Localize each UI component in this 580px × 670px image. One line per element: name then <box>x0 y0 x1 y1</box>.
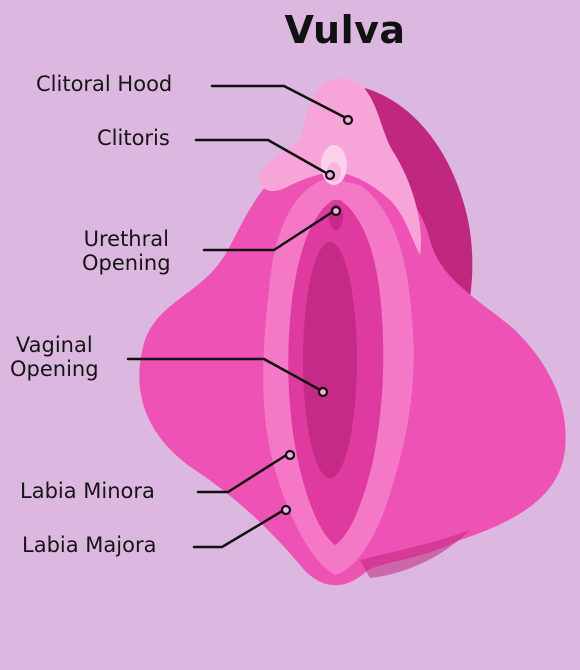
labia-minora-marker <box>284 449 296 461</box>
lower-shadow <box>360 530 470 578</box>
clitoral-hood-marker <box>342 114 354 126</box>
labia-majora-leader <box>192 508 286 549</box>
label-vaginal-opening: Vaginal Opening <box>10 333 99 381</box>
vaginal-opening-leader <box>126 357 324 393</box>
urethral-opening-leader <box>202 209 336 252</box>
labia-minora-leader <box>196 452 290 494</box>
clitoral-hood-leader <box>210 84 348 120</box>
vaginal-opening-shape <box>303 242 357 478</box>
urethral-opening-marker <box>330 205 342 217</box>
clitoris-leader <box>194 138 330 176</box>
label-clitoral-hood: Clitoral Hood <box>36 72 173 96</box>
labia-majora-marker <box>280 504 292 516</box>
label-urethral-opening: Urethral Opening <box>82 227 171 275</box>
label-clitoris: Clitoris <box>97 126 170 150</box>
diagram-title: Vulva <box>284 8 406 52</box>
clitoris-marker <box>324 169 336 181</box>
label-labia-minora: Labia Minora <box>20 479 155 503</box>
vaginal-opening-marker <box>317 386 329 398</box>
label-labia-majora: Labia Majora <box>22 533 157 557</box>
